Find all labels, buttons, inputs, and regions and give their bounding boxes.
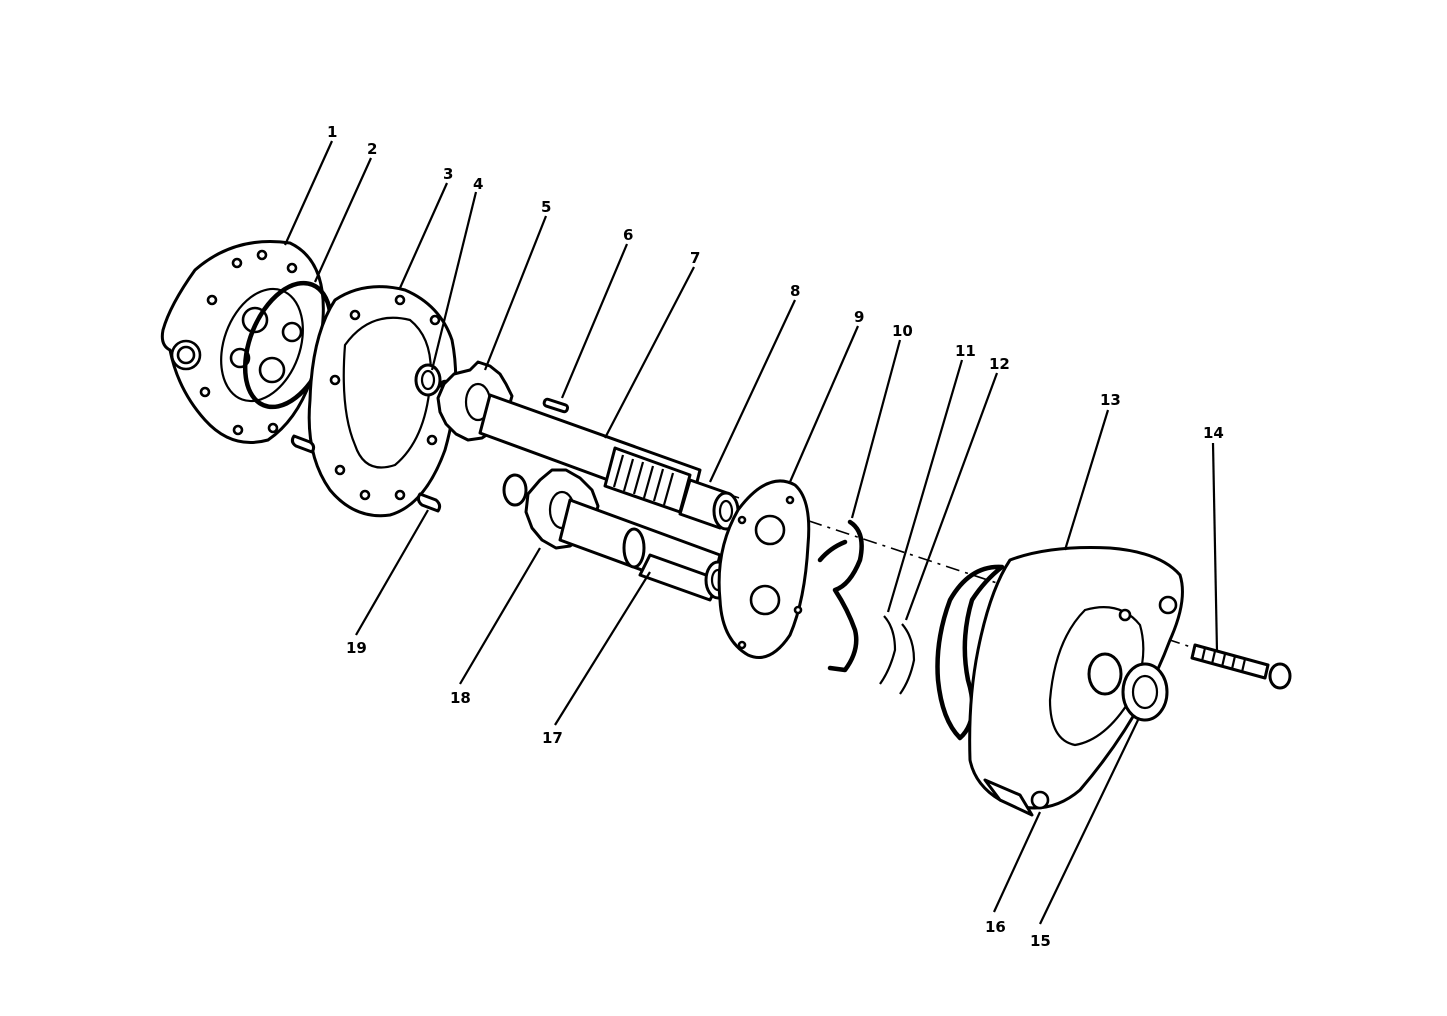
callout-10: 10 — [892, 322, 913, 340]
part-4-bushing — [414, 363, 442, 397]
leader-1 — [283, 140, 334, 246]
part-9-wear-plate — [717, 479, 811, 659]
callout-6: 6 — [623, 226, 633, 244]
leader-2 — [313, 157, 373, 283]
leader-10 — [850, 339, 902, 519]
part-12-backup-gasket — [899, 623, 916, 695]
callout-4: 4 — [473, 175, 483, 193]
part-8-bearing — [678, 478, 740, 531]
callout-1: 1 — [327, 123, 337, 141]
leader-6 — [560, 243, 629, 399]
leader-13 — [1063, 409, 1110, 551]
part-3-gear-housing — [307, 285, 458, 518]
callout-17: 17 — [542, 729, 563, 747]
callout-labels: 1 2 3 4 5 6 7 8 9 10 11 12 13 14 15 16 1… — [327, 123, 1224, 950]
callout-8: 8 — [790, 282, 800, 300]
callout-3: 3 — [443, 165, 453, 183]
leader-7 — [604, 266, 695, 439]
leader-17 — [554, 571, 651, 726]
callout-5: 5 — [541, 198, 551, 216]
part-19-dowel-pins — [290, 434, 442, 513]
leader-5 — [483, 215, 548, 371]
part-6-key — [542, 397, 570, 414]
part-10-seal — [817, 519, 864, 673]
callout-13: 13 — [1100, 391, 1121, 409]
leader-16 — [993, 811, 1041, 913]
leader-14 — [1211, 442, 1219, 653]
callout-15: 15 — [1030, 932, 1051, 950]
leader-19 — [355, 509, 429, 636]
leader-8 — [709, 299, 796, 483]
part-1-end-cover — [160, 240, 325, 444]
callout-12: 12 — [989, 355, 1010, 373]
leader-12 — [904, 372, 999, 621]
callout-16: 16 — [985, 918, 1006, 936]
callout-2: 2 — [367, 140, 377, 158]
callout-9: 9 — [854, 308, 864, 326]
part-15-shaft-seal — [1087, 652, 1169, 722]
leader-11 — [886, 359, 964, 613]
part-7-drive-shaft — [478, 393, 702, 514]
part-17-idler-shaft — [558, 498, 732, 602]
part-16-cover-lip — [983, 778, 1034, 817]
leader-9 — [788, 325, 860, 483]
cover-o-ring — [935, 564, 1005, 741]
callout-18: 18 — [450, 689, 471, 707]
callout-7: 7 — [690, 249, 700, 267]
leader-3 — [398, 182, 449, 289]
leader-18 — [459, 547, 541, 685]
part-11-backup-gasket — [879, 615, 897, 685]
callout-11: 11 — [955, 342, 976, 360]
part-14-cap-screw — [1190, 643, 1292, 690]
leader-4 — [430, 191, 478, 371]
leader-lines — [283, 140, 1219, 925]
callout-14: 14 — [1203, 424, 1224, 442]
callout-19: 19 — [346, 639, 367, 657]
leader-15 — [1039, 719, 1139, 925]
part-13-front-cover — [968, 546, 1184, 810]
